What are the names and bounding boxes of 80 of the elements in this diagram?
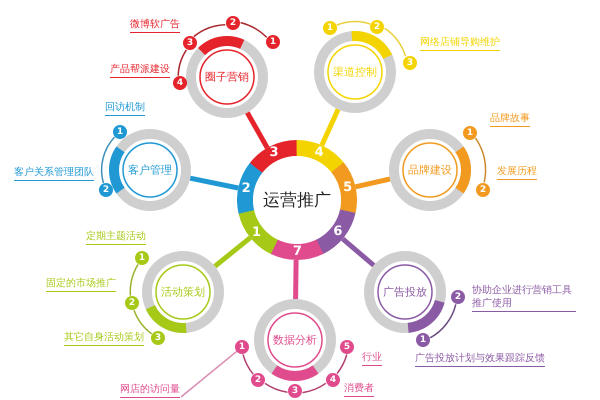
connector-line: [245, 111, 270, 150]
category-title: 广告投放: [382, 284, 428, 300]
connector-line: [177, 50, 188, 76]
connector-line: [336, 354, 348, 374]
connector-line: [180, 350, 238, 398]
category-title: 客户管理: [127, 162, 173, 178]
connector-line: [100, 136, 116, 184]
number-badge: 1: [235, 340, 249, 354]
item-label: 协助企业进行营销工具推广使用: [472, 284, 576, 312]
item-label: 其它自身活动策划: [64, 331, 144, 346]
connector-line: [130, 264, 139, 296]
hub-title: 运营推广: [262, 190, 332, 212]
number-badge: 5: [340, 340, 354, 354]
connector-line: [474, 138, 486, 183]
connector-line: [213, 236, 252, 268]
category-ring: [314, 31, 396, 113]
segment-number: 6: [332, 225, 344, 240]
category-title: 圈子营销: [204, 70, 250, 84]
number-badge: 2: [226, 16, 240, 30]
item-label: 行业: [362, 351, 382, 366]
item-label: 广告投放计划与效果跟踪反馈: [415, 352, 545, 367]
item-label: 固定的市场推广: [46, 277, 116, 292]
item-label: 网络店铺导购维护: [420, 36, 500, 51]
item-label: 回访机制: [105, 101, 145, 116]
number-badge: 1: [416, 333, 430, 347]
category-ring: [389, 129, 471, 211]
connector-line: [320, 108, 340, 146]
number-badge: 3: [288, 384, 302, 398]
connector-line: [240, 22, 268, 38]
connector-line: [430, 304, 457, 338]
number-badge: 1: [463, 126, 477, 140]
connector-line: [242, 354, 254, 375]
connector-line: [354, 176, 391, 190]
category-title: 渠道控制: [332, 64, 378, 80]
category-title: 活动策划: [160, 284, 206, 300]
number-badge: 1: [266, 35, 280, 49]
category-title: 数据分析: [272, 332, 318, 348]
connector-line: [193, 24, 226, 38]
connector-line: [293, 260, 299, 300]
segment-number: 2: [240, 182, 252, 196]
connector-line: [341, 237, 376, 268]
connector-line: [384, 28, 406, 56]
category-ring: [254, 299, 336, 381]
number-badge: 1: [323, 21, 337, 35]
number-badge: 2: [476, 183, 490, 197]
segment-number: 5: [342, 181, 354, 196]
connector-line: [302, 382, 326, 394]
number-badge: 2: [99, 183, 113, 197]
item-label: 消费者: [344, 382, 374, 397]
number-badge: 2: [451, 290, 465, 304]
segment-number: 3: [268, 146, 280, 160]
number-badge: 2: [125, 296, 139, 310]
item-label: 品牌故事: [490, 112, 530, 127]
number-badge: 2: [370, 20, 384, 34]
number-badge: 4: [173, 76, 187, 90]
connector-line: [133, 310, 152, 334]
number-badge: 3: [151, 331, 165, 345]
number-badge: 2: [251, 373, 265, 387]
hub-ring: [237, 140, 357, 260]
connector-line: [190, 176, 239, 190]
category-title: 品牌建设: [407, 162, 453, 178]
segment-number: 4: [314, 146, 325, 160]
connector-line: [336, 20, 370, 26]
item-label: 发展历程: [497, 165, 537, 180]
item-label: 客户关系管理团队: [14, 166, 94, 181]
category-ring: [364, 251, 446, 333]
item-label: 定期主题活动: [86, 230, 146, 245]
number-badge: 4: [326, 373, 340, 387]
item-label: 微博软广告: [130, 18, 180, 33]
segment-number: 7: [292, 244, 303, 259]
item-label: 网店的访问量: [120, 383, 180, 398]
item-label: 产品帮派建设: [110, 63, 170, 78]
connector-line: [264, 382, 288, 393]
number-badge: 3: [183, 36, 197, 50]
number-badge: 1: [135, 251, 149, 265]
segment-number: 1: [251, 226, 262, 240]
number-badge: 3: [403, 56, 417, 70]
category-ring: [109, 129, 191, 211]
number-badge: 1: [113, 125, 127, 139]
category-ring: [186, 36, 268, 118]
